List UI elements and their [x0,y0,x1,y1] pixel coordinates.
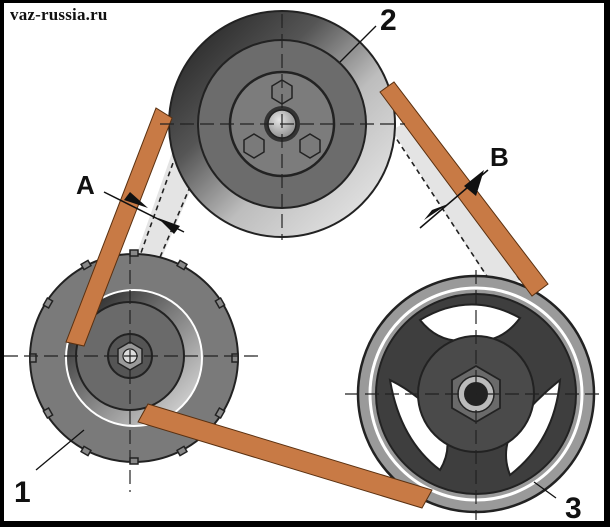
diagram-frame: vaz-russia.ru [4,3,604,521]
label-pulley-2: 2 [380,4,397,37]
bolt [299,133,321,159]
label-pulley-1: 1 [14,476,31,509]
deflected-belt-b [391,119,521,292]
leader-1 [35,429,85,471]
dimension-a [103,191,185,234]
label-deflection-a: A [76,170,95,200]
dimension-b [419,169,489,229]
bolt [243,133,265,159]
leader-3 [533,481,557,499]
label-pulley-3: 3 [565,492,582,521]
belt-drive-diagram: 2 1 3 A B [4,4,600,521]
drive-belt [65,81,549,509]
watermark: vaz-russia.ru [10,5,108,24]
spoke-window [418,303,522,342]
label-deflection-b: B [490,142,509,172]
centerlines [4,14,600,520]
leader-2 [339,25,377,63]
pulley-1-teeth [29,249,239,465]
